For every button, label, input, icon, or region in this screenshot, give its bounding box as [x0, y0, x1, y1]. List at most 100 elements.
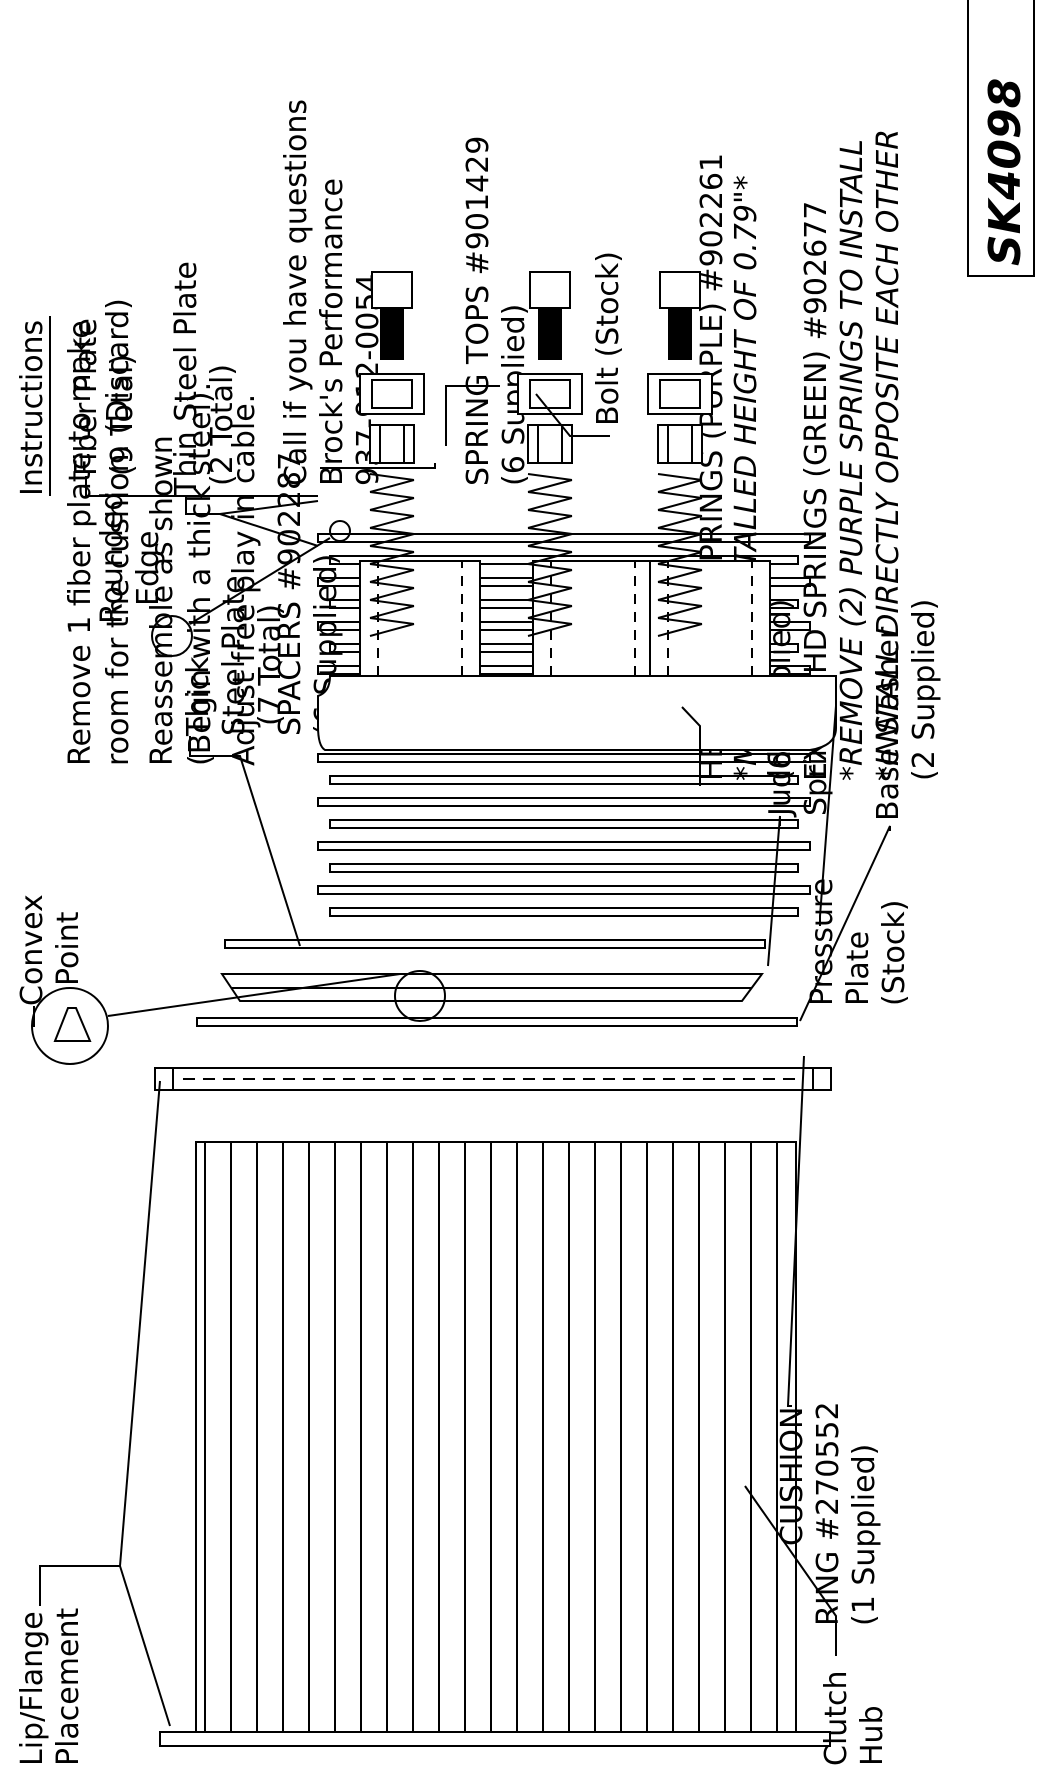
bolt-label: Bolt (Stock): [591, 251, 626, 426]
fiber-plate: [317, 885, 811, 895]
spring-coil: [657, 581, 703, 589]
base-washer-leader: [799, 825, 891, 1022]
bolt-thread: [538, 308, 562, 360]
spring-coil: [657, 623, 703, 637]
lip-leader-2: [119, 1080, 161, 1567]
spring-coil: [369, 569, 415, 583]
spring-coil: [527, 551, 573, 565]
fiber-label-line2: (9 Total): [105, 354, 140, 476]
spring-coil: [657, 605, 703, 619]
spring-coil: [369, 479, 415, 493]
spring-coil: [657, 569, 703, 583]
convex-highlight-circle: [394, 970, 446, 1022]
spring-tops-label-line1: SPRING TOPS #901429: [461, 136, 496, 486]
hub-splines: [204, 1142, 778, 1732]
spring-top: [517, 373, 583, 415]
spring-coil: [657, 599, 703, 607]
spring-coil: [657, 515, 703, 529]
fiber-plate: [317, 533, 811, 543]
rounded-label-line1: Rounded: [95, 492, 130, 624]
spring-coil: [657, 491, 703, 499]
part-number-frame: [967, 0, 1035, 277]
step2-line2: (Begin with a thick steel).: [183, 382, 218, 766]
base-washer: [196, 1017, 798, 1027]
rounded-detail-circle: [151, 615, 193, 657]
spacers-leader: [320, 463, 436, 469]
thick-steel-first: [224, 939, 766, 949]
thin-steel-label-line2: (2 Total): [205, 364, 240, 486]
thin-steel-label-line1: Thin Steel Plate: [169, 261, 204, 497]
spring-coil: [527, 473, 573, 481]
spring-coil: [369, 617, 415, 625]
step3: Adjust free play in cable.: [227, 394, 262, 766]
spring-top-inner: [659, 379, 701, 409]
pressure-label-line3: (Stock): [877, 900, 912, 1006]
hub-label-line1: Clutch: [819, 1670, 854, 1766]
lip-label-line2: Placement: [51, 1608, 86, 1766]
spring-coil: [657, 587, 703, 601]
spring-coil: [369, 497, 415, 511]
spring-coil: [527, 479, 573, 493]
hub-leader: [744, 1485, 837, 1656]
bolt-head: [371, 271, 413, 309]
heavy-spring-leader: [681, 706, 701, 786]
spring-coil: [369, 509, 415, 517]
thin-steel-leader-1: [219, 513, 319, 547]
spring-coil: [527, 515, 573, 529]
fiber-leader: [85, 476, 318, 497]
lip-leader-stem: [39, 1565, 120, 1606]
extra-springs-line4: (2 Supplied): [907, 599, 942, 781]
spring-coil: [527, 497, 573, 511]
thick-steel-label-line3: (7 Total): [253, 604, 288, 726]
fiber-plate: [317, 841, 811, 851]
judder-spring-body: [220, 973, 764, 1002]
spring-coil: [369, 623, 415, 637]
spring-coil: [657, 509, 703, 517]
spring-coil: [369, 581, 415, 589]
lip-leader-1: [119, 1565, 171, 1727]
instructions-heading: Instructions: [15, 320, 50, 496]
first-thick-steel-plate: [224, 939, 766, 949]
hub-flange: [159, 1731, 831, 1747]
spring-top: [647, 373, 713, 415]
spring-coil: [527, 545, 573, 553]
step1-line2: room for the cushion. (Discard): [101, 298, 136, 766]
rounded-edge-detail: [151, 520, 351, 657]
spring-coil: [369, 563, 415, 571]
pressure-plate: [317, 560, 837, 751]
convex-label-line1: Convex: [15, 894, 50, 1006]
cushion-label-line2: RING #270552: [811, 1401, 846, 1626]
judder-spring: [220, 973, 764, 1002]
step2-line1: Reassemble as shown: [145, 435, 180, 766]
spring-coil: [369, 533, 415, 547]
spring-coil: [657, 527, 703, 535]
spring-coil: [657, 473, 703, 481]
spring-coil: [369, 515, 415, 529]
convex-leader: [107, 973, 401, 1017]
thick-steel-label-line1: Thick: [181, 656, 216, 737]
bolt-thread: [380, 308, 404, 360]
extra-springs-line3: *INSTALL DIRECTLY OPPOSITE EACH OTHER: [871, 129, 906, 781]
spring-coil: [657, 479, 703, 493]
contact-line1: Call if you have questions: [279, 99, 314, 486]
cushion-ring-lip-bottom: [812, 1067, 832, 1091]
spring-coil: [527, 605, 573, 619]
convex-detail-shape: [53, 1007, 92, 1042]
thin-steel-leader-stem: [185, 496, 220, 515]
spring-coil: [657, 497, 703, 511]
spring-coil: [369, 599, 415, 607]
spring-coil: [527, 617, 573, 625]
spring-coil: [527, 563, 573, 571]
cushion-ring: [154, 1067, 832, 1091]
spacer: [657, 424, 703, 464]
pressure-leader: [819, 705, 837, 926]
leader-lines: [32, 385, 891, 1727]
part-number-text: SK4098: [980, 78, 1031, 266]
spring-coil: [527, 599, 573, 607]
fiber-plate: [317, 753, 811, 763]
spacer: [369, 424, 415, 464]
clutch-hub: [159, 1141, 831, 1747]
fiber-label-line1: Fiber Plate: [69, 318, 104, 476]
